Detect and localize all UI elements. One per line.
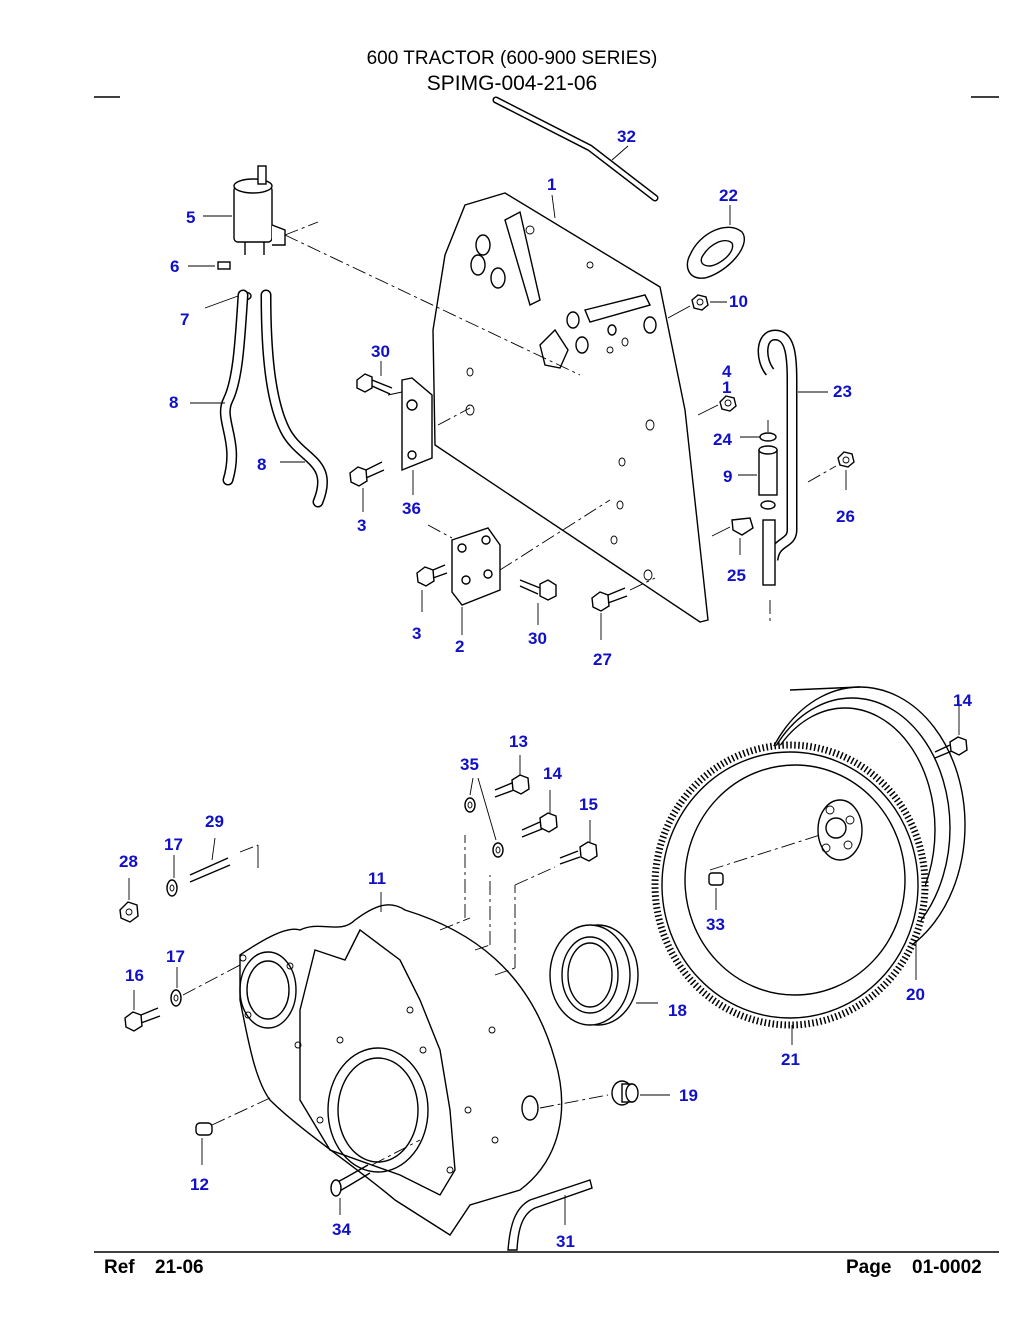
- callout-31: 31: [556, 1232, 575, 1251]
- part-22-grommet: [686, 205, 745, 279]
- callout-8-right: 8: [257, 455, 267, 474]
- part-34-plug-screw: [330, 1139, 421, 1215]
- part-36-bracket: [387, 377, 471, 495]
- part-24-clamp: [740, 420, 777, 442]
- page-title: 600 TRACTOR (600-900 SERIES): [366, 48, 658, 69]
- callout-20: 20: [906, 985, 925, 1004]
- part-19-bushing: [539, 1080, 670, 1109]
- diagram-code: SPIMG-004-21-06: [426, 72, 598, 95]
- part-30-bolt-lower: [519, 579, 557, 625]
- part-18-oil-seal: [549, 924, 658, 1026]
- callout-4: 4: [722, 362, 732, 381]
- callout-32: 32: [617, 127, 636, 146]
- callout-9: 9: [723, 467, 733, 486]
- callout-30-lower: 30: [528, 629, 547, 648]
- callout-15: 15: [579, 795, 598, 814]
- part-28-nut: [119, 878, 139, 923]
- part-16-bolt: [124, 990, 161, 1032]
- callout-22: 22: [719, 186, 738, 205]
- leader-35b: [477, 777, 497, 841]
- part-17-washer-upper: [166, 855, 178, 897]
- callout-35: 35: [460, 755, 479, 774]
- callout-30-upper: 30: [371, 342, 390, 361]
- part-3-bolt-upper: [349, 461, 385, 512]
- callout-8-left: 8: [169, 393, 179, 412]
- part-23-tube-lower: [762, 519, 776, 625]
- part-32-rod: [492, 96, 659, 202]
- part-35-washer-lower: [492, 842, 504, 858]
- part-6-screw: [188, 261, 231, 270]
- callout-33: 33: [706, 915, 725, 934]
- part-31-strip: [507, 1179, 593, 1251]
- callout-29: 29: [205, 812, 224, 831]
- callout-7: 7: [180, 310, 190, 329]
- callout-23: 23: [833, 382, 852, 401]
- part-1-mounting-plate: [432, 192, 709, 623]
- callout-13: 13: [509, 732, 528, 751]
- bolt-axis-13: [439, 917, 471, 931]
- callout-3-lower: 3: [412, 624, 422, 643]
- callout-21: 21: [781, 1050, 800, 1069]
- footer-page-value: 01-0002: [912, 1257, 982, 1278]
- callout-16: 16: [125, 966, 144, 985]
- part-27-bolt: [591, 577, 656, 640]
- part-3-bolt-lower: [416, 564, 448, 612]
- part-10-nut: [667, 294, 727, 319]
- part-4-nut: [697, 395, 737, 416]
- callout-12: 12: [190, 1175, 209, 1194]
- part-13-bolt: [494, 755, 530, 798]
- bolt-axis-15c: [514, 866, 556, 886]
- callout-34: 34: [332, 1220, 351, 1239]
- callout-1-secondary: 1: [722, 378, 732, 397]
- callout-18: 18: [668, 1001, 687, 1020]
- callout-19: 19: [679, 1086, 698, 1105]
- callout-27: 27: [593, 650, 612, 669]
- leader-35a: [469, 777, 474, 796]
- bolt-axis-14: [474, 944, 491, 951]
- part-12-dowel: [195, 1097, 271, 1165]
- part-8-hose-right: [260, 289, 329, 508]
- callout-26: 26: [836, 507, 855, 526]
- part-17-washer-lower: [170, 964, 241, 1007]
- part-2-bracket: [427, 499, 611, 635]
- callout-14-housing: 14: [543, 764, 562, 783]
- footer-ref-label: Ref: [104, 1257, 135, 1278]
- callout-11: 11: [368, 869, 386, 888]
- part-33-dowel-pin: [708, 872, 724, 910]
- footer-ref-value: 21-06: [155, 1257, 204, 1278]
- callout-6: 6: [170, 257, 180, 276]
- callout-1: 1: [547, 175, 557, 194]
- part-25-clip: [711, 517, 754, 555]
- bolt-axis-15: [494, 967, 516, 976]
- part-14-bolt-lower: [521, 790, 558, 838]
- filter-centerline-b: [284, 221, 319, 236]
- callout-2: 2: [455, 637, 465, 656]
- callout-17-lower: 17: [166, 947, 185, 966]
- callout-10: 10: [729, 292, 748, 311]
- part-29-stud: [189, 837, 259, 883]
- part-11-flywheel-housing: [239, 892, 563, 1236]
- callout-3-upper: 3: [357, 516, 367, 535]
- part-23-tube: [757, 329, 828, 562]
- callout-24: 24: [713, 430, 732, 449]
- callout-36: 36: [402, 499, 421, 518]
- part-26-nut: [807, 451, 855, 490]
- filter-centerline: [284, 234, 581, 376]
- part-15-bolt: [559, 820, 598, 865]
- part-14-bolt-upper-right: [934, 700, 968, 759]
- callout-14-flywheel: 14: [953, 691, 972, 710]
- part-9-sleeve: [738, 445, 778, 510]
- part-35-washer-upper: [464, 797, 476, 813]
- callout-25: 25: [727, 566, 746, 585]
- callout-17-upper: 17: [164, 835, 183, 854]
- part-8-hose-left: [190, 289, 249, 486]
- part-5-filter: [203, 165, 286, 255]
- footer-page-label: Page: [846, 1257, 892, 1278]
- callout-5: 5: [186, 208, 196, 227]
- part-21-ring-gear: [651, 741, 929, 1045]
- callout-28: 28: [119, 852, 138, 871]
- part-30-bolt-upper: [356, 361, 393, 395]
